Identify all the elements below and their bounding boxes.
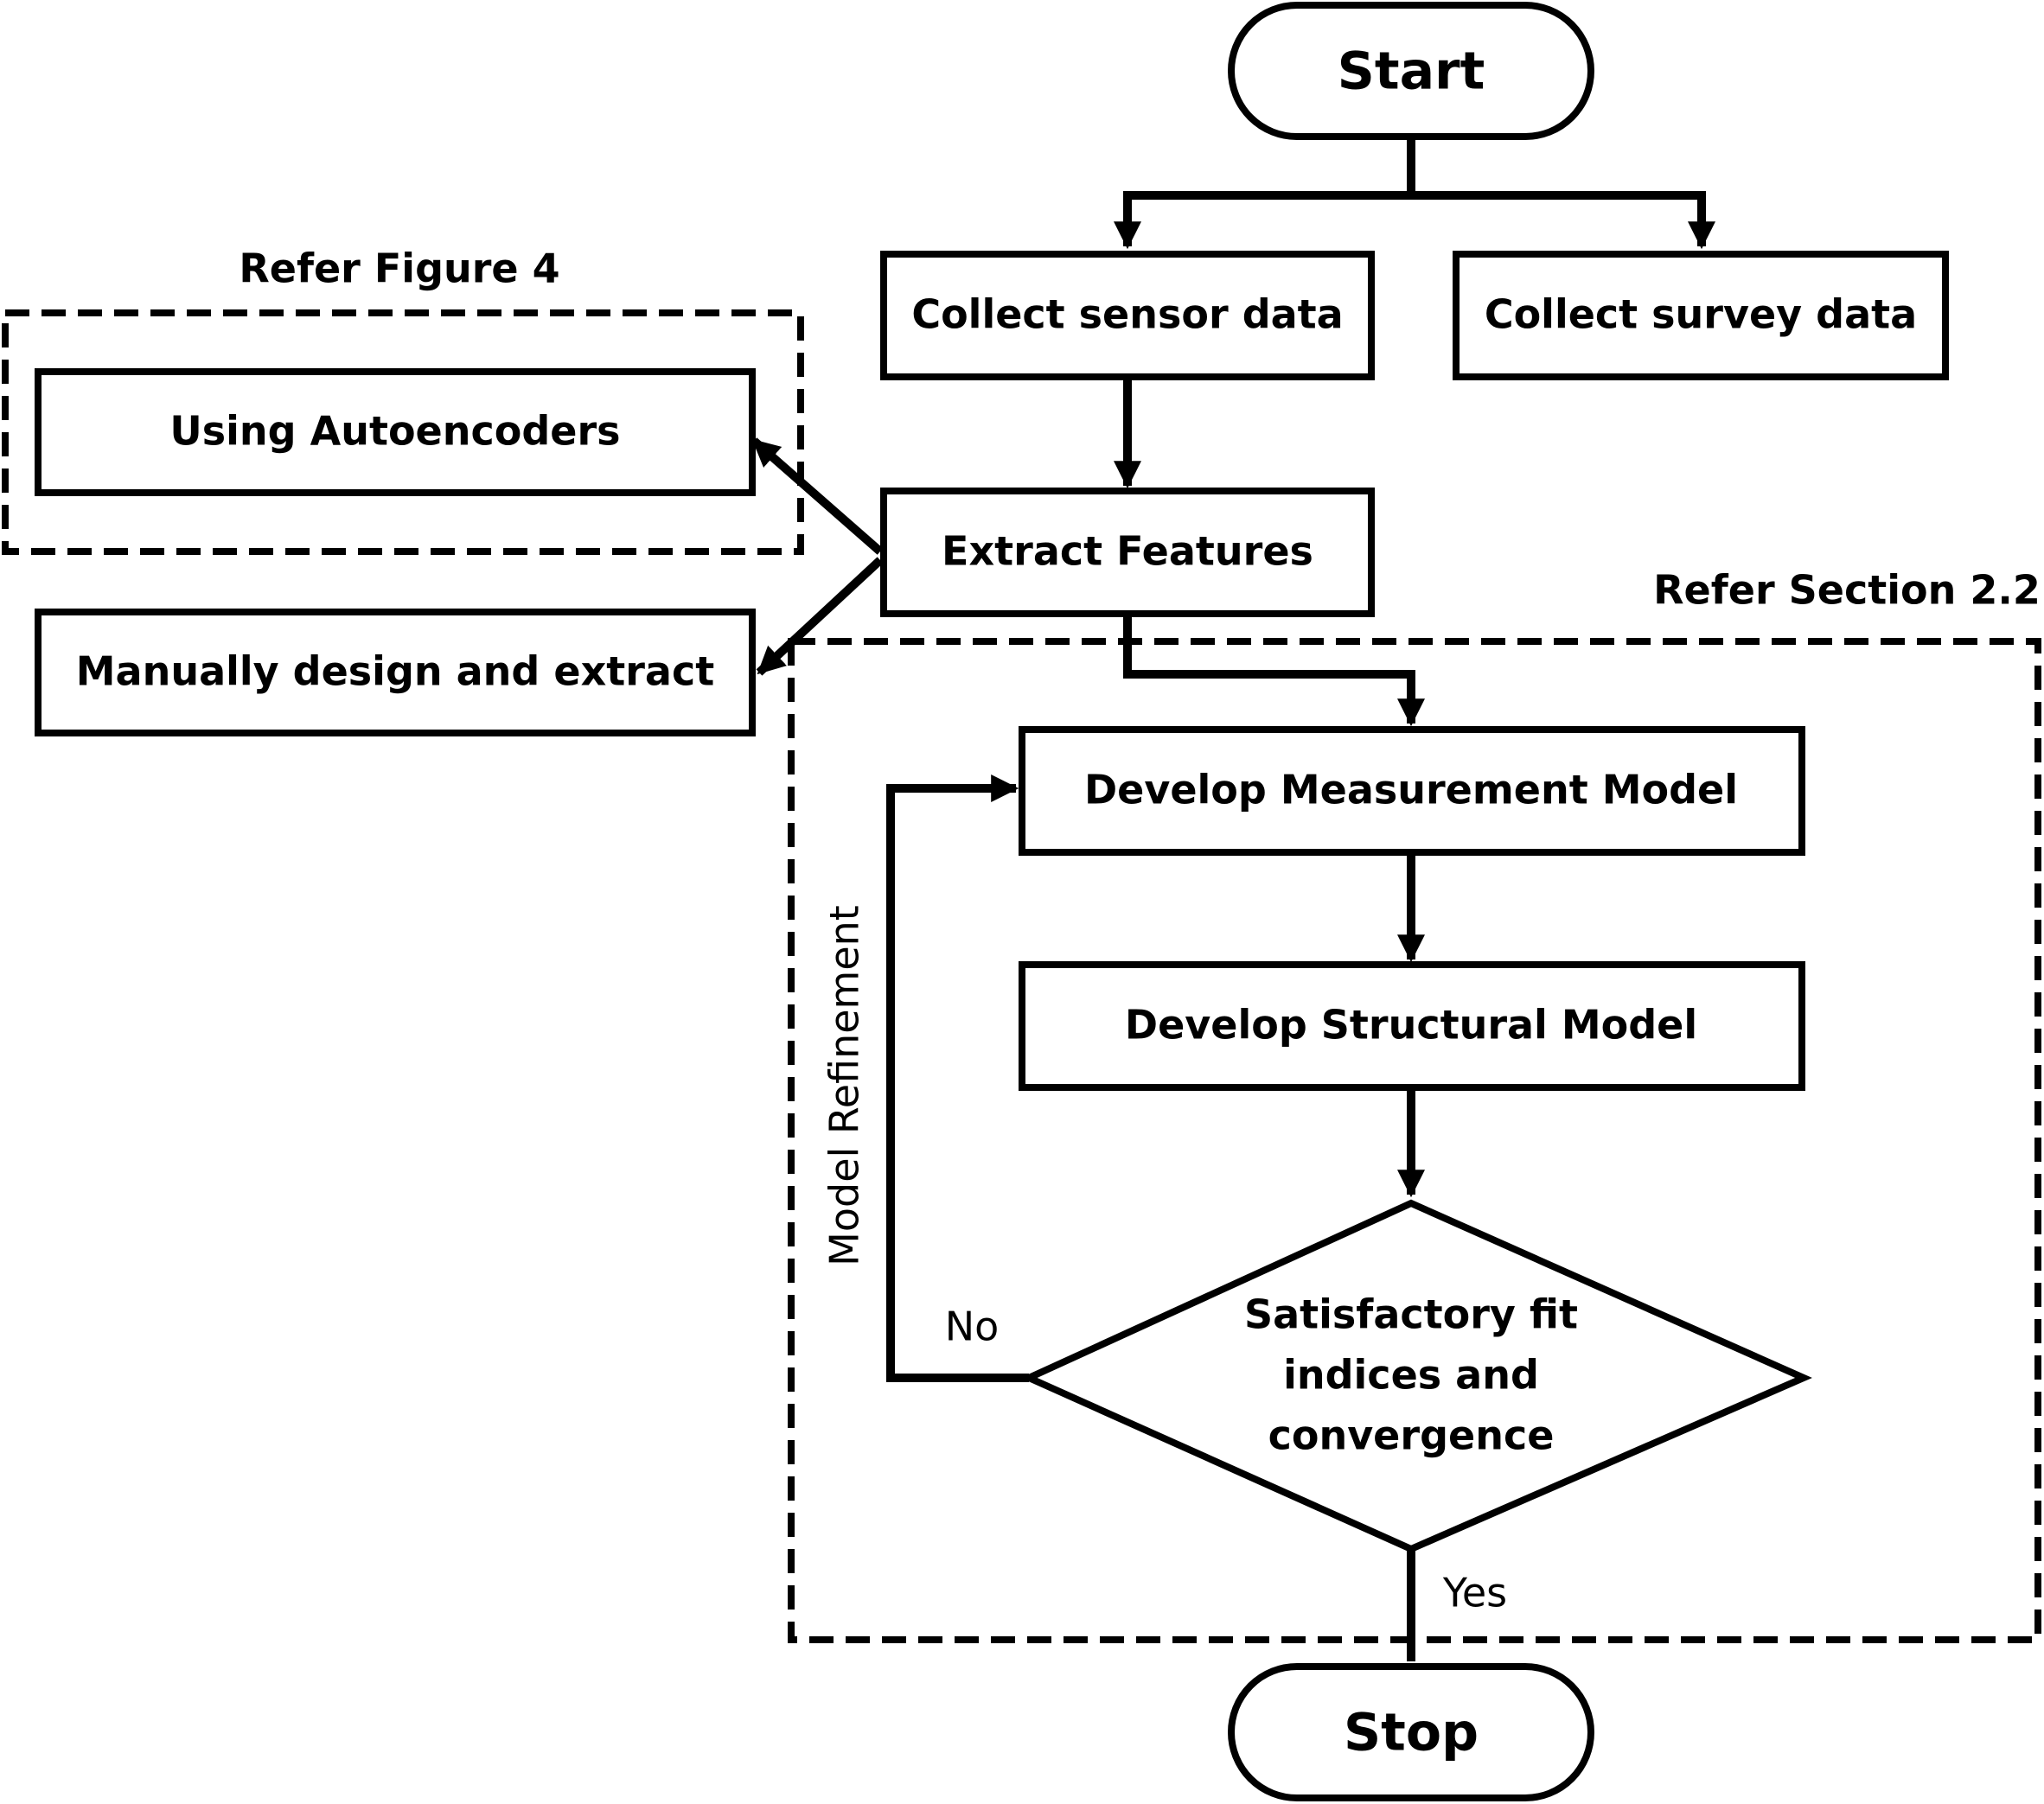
manual-extract-label: Manually design and extract	[76, 648, 714, 695]
start-to-survey-arrow	[1411, 191, 1716, 250]
decision-line-2: indices and	[1283, 1352, 1539, 1399]
decision-line-1: Satisfactory fit	[1244, 1291, 1578, 1338]
extract-to-manual-arrow	[756, 557, 884, 676]
stop-label: Stop	[1344, 1703, 1479, 1763]
collect-survey-label: Collect survey data	[1485, 291, 1917, 338]
start-to-sensor-arrow	[1113, 138, 1415, 250]
extract-to-measurement-arrow	[1123, 614, 1426, 727]
stop-terminal	[1228, 1663, 1594, 1801]
extract-features-box	[880, 488, 1375, 617]
autoencoders-label: Using Autoencoders	[169, 408, 620, 455]
start-terminal	[1228, 2, 1594, 140]
collect-sensor-label: Collect sensor data	[911, 291, 1343, 338]
structural-model-box	[1019, 961, 1805, 1091]
measurement-model-label: Develop Measurement Model	[1084, 767, 1738, 813]
model-refinement-label: Model Refinement	[821, 905, 868, 1266]
manual-extract-box	[35, 609, 756, 736]
refer-figure-label: Refer Figure 4	[239, 245, 559, 292]
no-refinement-loop-arrow	[886, 774, 1029, 1382]
refer-section-label: Refer Section 2.2	[1653, 567, 2041, 614]
no-label: No	[945, 1304, 1000, 1350]
extract-to-autoencoders-arrow	[751, 437, 884, 555]
decision-line-3: convergence	[1268, 1412, 1555, 1459]
fit-decision-diamond	[1020, 1199, 1812, 1553]
autoencoder-group-frame	[2, 309, 804, 555]
collect-survey-box	[1453, 251, 1949, 380]
collect-sensor-box	[880, 251, 1375, 380]
structural-model-label: Develop Structural Model	[1125, 1002, 1697, 1049]
yes-label: Yes	[1442, 1570, 1507, 1616]
autoencoders-box	[35, 368, 756, 496]
extract-features-label: Extract Features	[942, 528, 1313, 575]
start-label: Start	[1338, 41, 1485, 102]
measurement-model-box	[1019, 726, 1805, 856]
